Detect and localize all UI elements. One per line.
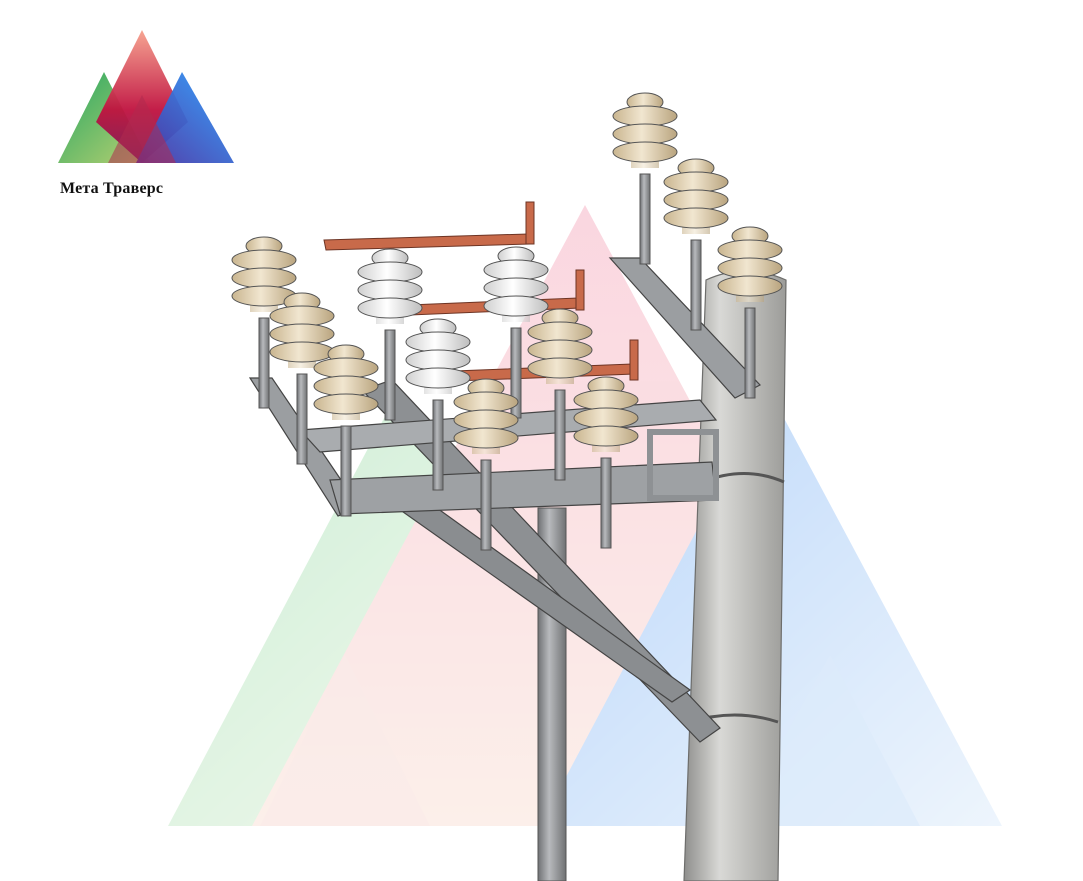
porcelain-insulator [612, 92, 678, 265]
insulators [231, 92, 783, 551]
white-insulator [405, 318, 471, 491]
porcelain-insulator [663, 158, 729, 331]
white-insulator [483, 246, 549, 419]
porcelain-insulator [717, 226, 783, 399]
porcelain-insulator [453, 378, 519, 551]
porcelain-insulator [231, 236, 297, 409]
porcelain-insulator [313, 344, 379, 517]
white-insulator [357, 248, 423, 421]
brand-logo [58, 30, 234, 163]
brand-name: Мета Траверс [60, 180, 164, 197]
porcelain-insulator [573, 376, 639, 549]
diagonal-brace [360, 379, 721, 743]
porcelain-insulator [527, 308, 593, 481]
